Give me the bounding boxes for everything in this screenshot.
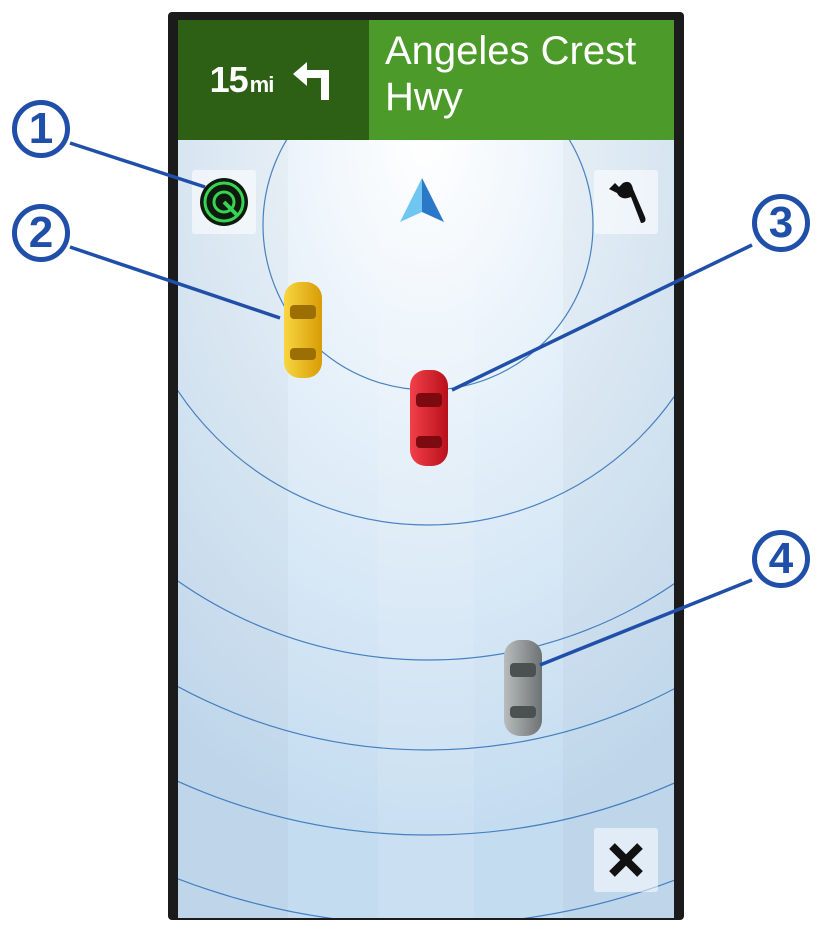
close-icon bbox=[609, 843, 643, 877]
street-name-panel: Angeles Crest Hwy bbox=[369, 20, 674, 140]
callout-3: 3 bbox=[752, 194, 810, 252]
traffic-map[interactable] bbox=[178, 20, 674, 918]
yellow-car-icon bbox=[284, 282, 322, 378]
distance-readout: 15mi bbox=[209, 59, 275, 101]
distance-value: 15 bbox=[209, 59, 249, 100]
street-name-line2: Hwy bbox=[385, 75, 463, 119]
callout-4: 4 bbox=[752, 530, 810, 588]
callout-2: 2 bbox=[12, 204, 70, 262]
callout-1: 1 bbox=[12, 100, 70, 158]
screen: 15mi Angeles Crest Hwy bbox=[178, 20, 674, 918]
next-turn-panel[interactable]: 15mi bbox=[178, 20, 369, 140]
settings-button[interactable] bbox=[594, 170, 658, 234]
street-name-line1: Angeles Crest bbox=[385, 29, 637, 73]
gray-car-icon bbox=[504, 640, 542, 736]
radar-button[interactable] bbox=[192, 170, 256, 234]
distance-unit: mi bbox=[249, 72, 275, 97]
radar-icon bbox=[200, 178, 248, 226]
wrench-icon bbox=[609, 181, 646, 223]
red-car-icon bbox=[410, 370, 448, 466]
vehicle-position-arrow-icon bbox=[400, 178, 444, 222]
map-graphics bbox=[178, 20, 674, 918]
lane-highlight bbox=[378, 140, 474, 918]
close-button[interactable] bbox=[594, 828, 658, 892]
turn-left-icon bbox=[293, 62, 330, 100]
